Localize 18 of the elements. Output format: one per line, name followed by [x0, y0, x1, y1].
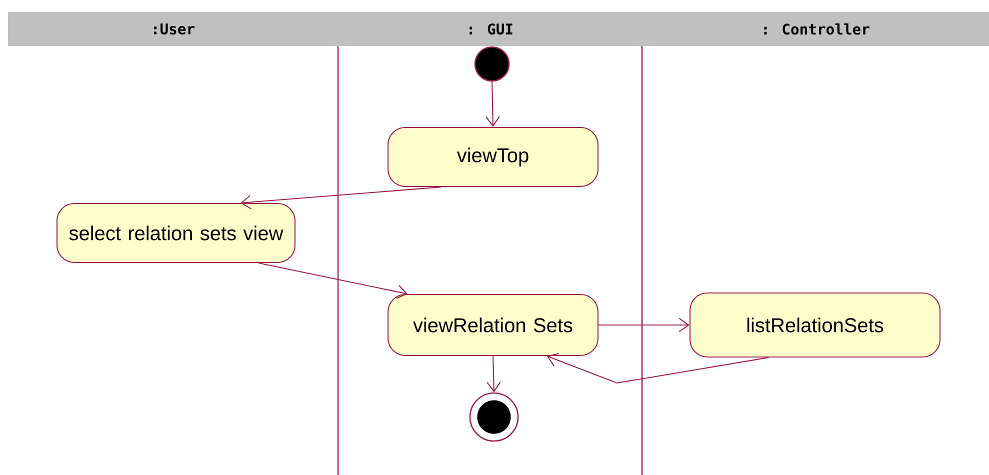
arrow [486, 82, 500, 127]
node-label: : Controller [764, 23, 870, 35]
lane-header: : Controller [642, 12, 989, 46]
activity-box: listRelationSets [689, 292, 941, 358]
start-node [474, 46, 510, 82]
activity-box: viewTop [387, 126, 599, 188]
arrow [486, 356, 501, 392]
node-label: : GUI [470, 23, 512, 35]
arrow [546, 352, 769, 384]
node-label: :User [154, 24, 194, 34]
end-node [469, 392, 519, 442]
activity-box: select relation sets view [56, 202, 296, 264]
lane-header: :User [8, 12, 338, 46]
lane-header: : GUI [338, 12, 642, 46]
arrow [258, 262, 408, 299]
arrow [240, 186, 442, 210]
activity-box: viewRelation Sets [387, 294, 599, 356]
arrow [598, 318, 690, 332]
